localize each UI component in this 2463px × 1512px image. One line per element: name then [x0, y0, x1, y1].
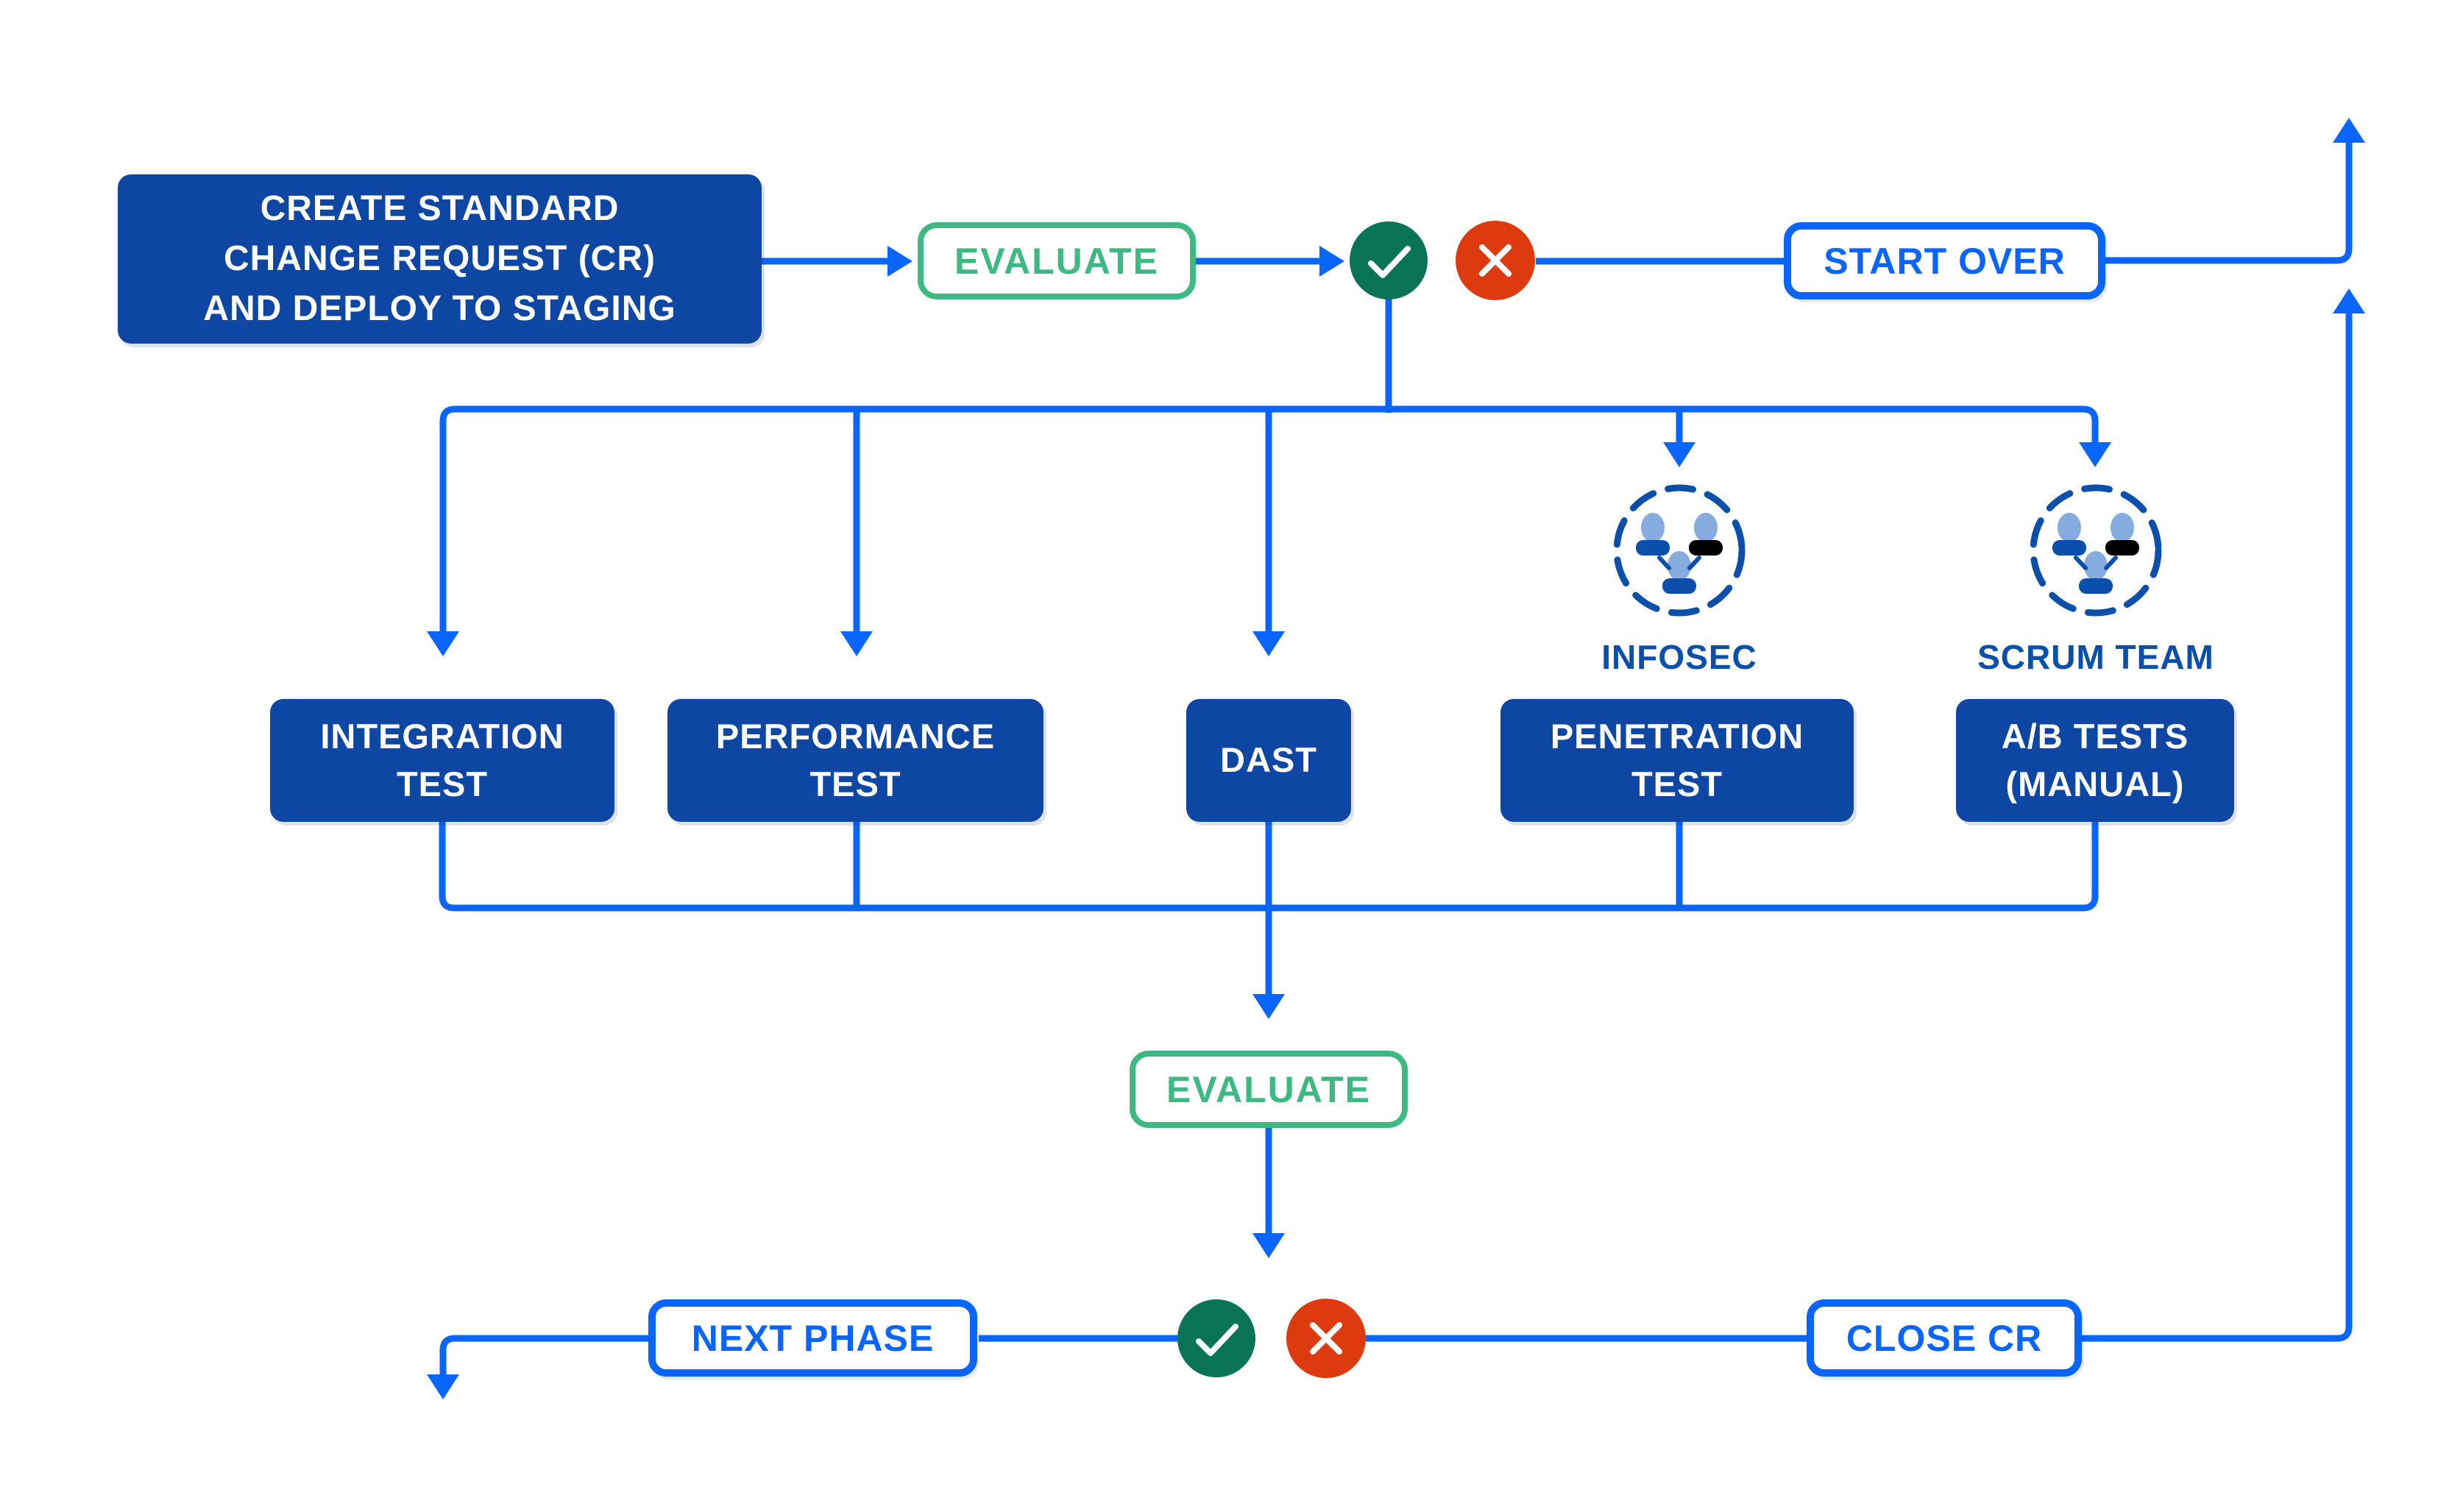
node-label: START OVER — [1824, 240, 2066, 282]
node-close-cr: CLOSE CR — [1807, 1299, 2082, 1377]
fail-indicator-top — [1456, 221, 1535, 300]
node-integration-test: INTEGRATION TEST — [270, 699, 614, 822]
x-icon — [1479, 244, 1512, 277]
infosec-team-icon — [1617, 488, 1742, 613]
node-label: DAST — [1220, 740, 1317, 780]
node-start-over: START OVER — [1784, 222, 2105, 299]
x-icon — [1310, 1322, 1342, 1355]
arrowhead-into-evaluate2 — [1252, 994, 1285, 1019]
label-scrum-team: SCRUM TEAM — [1977, 638, 2214, 676]
node-label-line: TEST — [809, 764, 901, 803]
label-infosec: INFOSEC — [1601, 638, 1757, 676]
node-label: EVALUATE — [1166, 1068, 1372, 1110]
node-label-line: (MANUAL) — [2005, 764, 2185, 803]
check-icon — [1368, 246, 1411, 278]
arrowhead-into-integration — [427, 631, 459, 656]
arrowhead-into-dast — [1252, 631, 1285, 656]
node-label-line: INTEGRATION — [320, 716, 564, 756]
node-label-line: CREATE STANDARD — [260, 188, 620, 228]
node-performance-test: PERFORMANCE TEST — [667, 699, 1043, 822]
node-label-line: CHANGE REQUEST (CR) — [223, 238, 656, 278]
scrum-team-icon — [2033, 488, 2158, 613]
arrowhead-next-phase-exit — [427, 1374, 459, 1399]
arrowhead-into-scrum-team — [2079, 442, 2111, 467]
pass-indicator-bottom — [1177, 1299, 1255, 1377]
node-evaluate-top: EVALUATE — [918, 222, 1196, 299]
node-penetration-test: PENETRATION TEST — [1500, 699, 1854, 822]
wire-start-over-loop-up — [2105, 143, 2353, 264]
node-create-change-request: CREATE STANDARD CHANGE REQUEST (CR) AND … — [118, 174, 762, 344]
node-label: NEXT PHASE — [691, 1317, 935, 1359]
node-evaluate-bottom: EVALUATE — [1130, 1051, 1408, 1128]
arrowhead-start-over-up — [2333, 118, 2365, 143]
check-icon — [1196, 1324, 1238, 1356]
node-label-line: PERFORMANCE — [715, 716, 996, 756]
arrowhead-into-performance — [840, 631, 873, 656]
node-label-line: AND DEPLOY TO STAGING — [203, 289, 676, 329]
node-next-phase: NEXT PHASE — [648, 1299, 977, 1377]
node-label: CLOSE CR — [1846, 1317, 2043, 1359]
arrowhead-into-infosec — [1663, 442, 1695, 467]
wire-next-phase-exit — [439, 1335, 648, 1374]
fail-indicator-bottom — [1286, 1299, 1366, 1378]
node-label: EVALUATE — [954, 240, 1160, 282]
pass-indicator-top — [1350, 221, 1428, 299]
node-label-line: TEST — [1631, 764, 1723, 803]
wire-close-cr-loop-up — [2082, 313, 2353, 1342]
arrowhead-into-decision-top — [1319, 246, 1344, 277]
arrowhead-into-evaluate — [887, 246, 912, 277]
arrowhead-into-decision-bottom — [1252, 1233, 1285, 1258]
node-label-line: PENETRATION — [1550, 716, 1804, 756]
node-dast: DAST — [1186, 699, 1351, 822]
node-label-line: A/B TESTS — [2001, 716, 2189, 756]
arrowhead-close-cr-up — [2333, 288, 2365, 313]
node-label-line: TEST — [396, 764, 489, 803]
node-ab-tests-manual: A/B TESTS (MANUAL) — [1956, 699, 2234, 822]
